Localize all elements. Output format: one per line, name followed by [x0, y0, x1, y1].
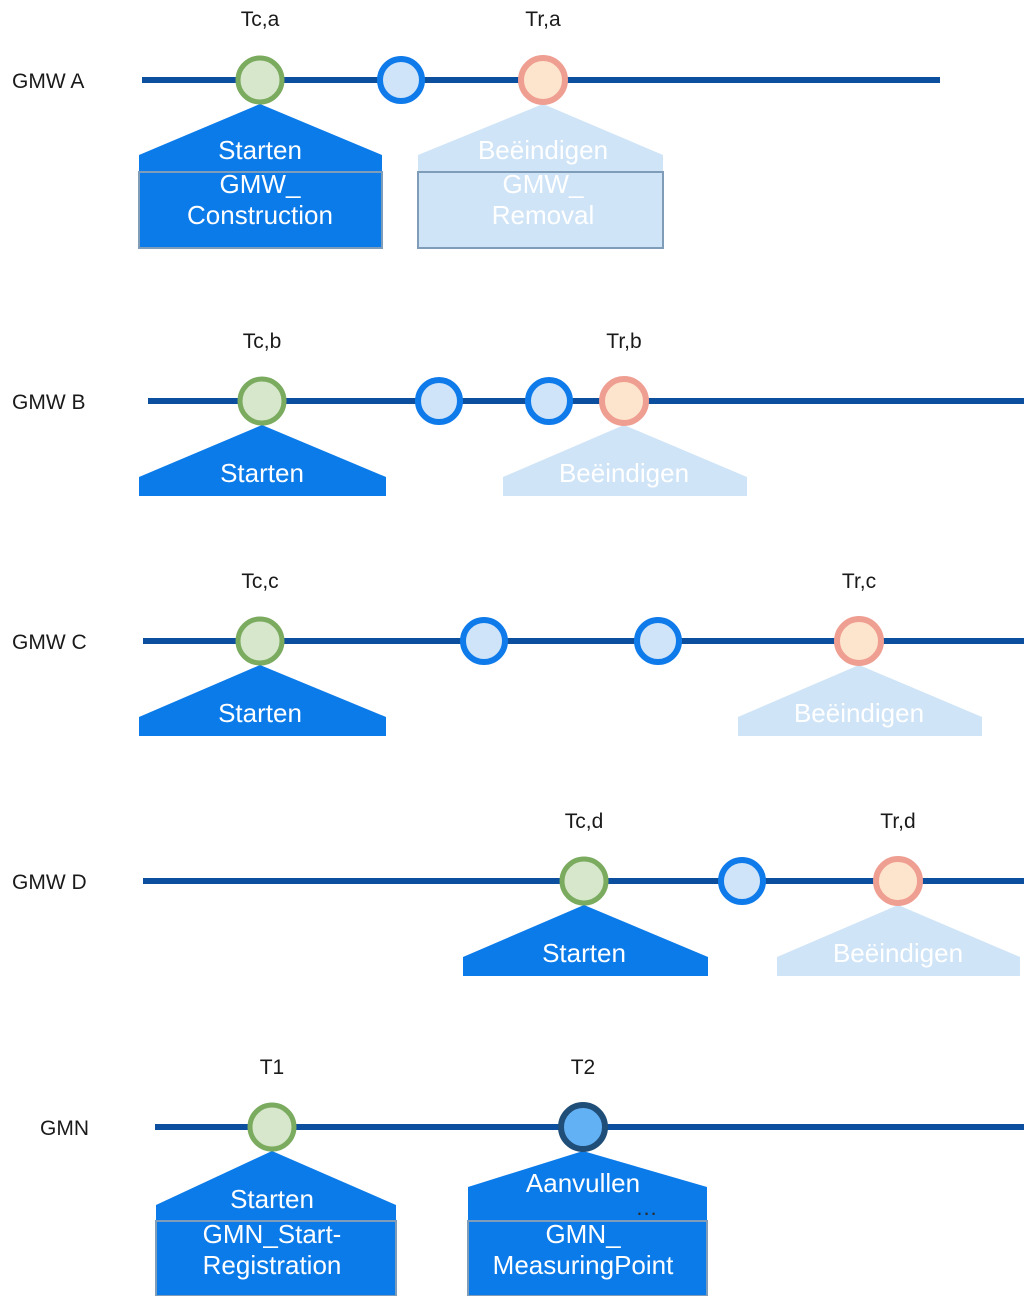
- event-entity-label: GMN_Start-: [203, 1219, 342, 1249]
- event-title: Starten: [230, 1184, 314, 1214]
- event-pentagon: [139, 425, 386, 496]
- event-entity-label: GMN_: [545, 1219, 621, 1249]
- event-entity-label: MeasuringPoint: [493, 1250, 674, 1280]
- event-ellipsis: ...: [636, 1195, 657, 1220]
- event-title: Starten: [218, 135, 302, 165]
- event-entity-box: [138, 171, 383, 249]
- timeline-row-gmw-c: Starten Beëindigen GMW C Tc,c Tr,c: [12, 570, 1024, 736]
- row-label-gmw-a: GMW A: [12, 70, 84, 93]
- event-entity-label: Registration: [203, 1250, 342, 1280]
- row-label-gmn: GMN: [40, 1117, 89, 1140]
- tick-label: Tc,a: [241, 8, 280, 31]
- event-title: Aanvullen: [526, 1168, 640, 1198]
- end-marker[interactable]: [599, 376, 649, 426]
- event-entity-label: GMW_: [220, 169, 301, 199]
- event-starten[interactable]: Starten: [139, 425, 386, 496]
- tick-label: Tc,d: [565, 810, 604, 833]
- event-entity-label: GMW_: [503, 169, 584, 199]
- event-title: Beëindigen: [478, 135, 608, 165]
- event-pentagon: [418, 104, 663, 172]
- intermediate-marker[interactable]: [460, 617, 508, 665]
- end-marker[interactable]: [873, 856, 923, 906]
- start-marker[interactable]: [235, 616, 285, 666]
- event-entity-label: Removal: [492, 200, 595, 230]
- event-starten[interactable]: Starten: [139, 665, 386, 736]
- event-title: Beëindigen: [794, 698, 924, 728]
- intermediate-marker[interactable]: [377, 56, 425, 104]
- event-beeindigen[interactable]: Beëindigen: [738, 665, 982, 736]
- event-pentagon: [503, 425, 747, 496]
- tick-label: T1: [260, 1056, 285, 1079]
- event-entity-label: Construction: [187, 200, 333, 230]
- event-pentagon: [139, 665, 386, 736]
- tick-label: T2: [571, 1056, 596, 1079]
- event-pentagon: [463, 905, 708, 976]
- timeline-row-gmn: StartenGMN_Start-RegistrationAanvullenGM…: [40, 1056, 1024, 1296]
- timeline-row-gmw-d: Starten Beëindigen GMW D Tc,d Tr,d: [12, 810, 1024, 976]
- start-marker[interactable]: [247, 1102, 297, 1152]
- timeline-row-gmw-b: Starten Beëindigen GMW B Tc,b Tr,b: [12, 330, 1024, 496]
- supplement-marker[interactable]: [558, 1102, 608, 1152]
- row-label-gmw-d: GMW D: [12, 871, 87, 894]
- event-pentagon: [139, 104, 382, 172]
- tick-label: Tc,b: [243, 330, 282, 353]
- event-title: Starten: [220, 458, 304, 488]
- event-pentagon: [777, 905, 1020, 976]
- end-marker[interactable]: [834, 616, 884, 666]
- event-beeindigen[interactable]: Beëindigen: [777, 905, 1020, 976]
- tick-label: Tr,a: [525, 8, 561, 31]
- event-pentagon: [156, 1151, 396, 1221]
- event-starten[interactable]: Starten: [463, 905, 708, 976]
- event-title: Beëindigen: [559, 458, 689, 488]
- start-marker[interactable]: [559, 856, 609, 906]
- timeline-rows: StartenGMW_ConstructionBeëindigenGMW_Rem…: [12, 8, 1024, 1296]
- row-label-gmw-b: GMW B: [12, 391, 86, 414]
- event-pentagon: [468, 1151, 707, 1221]
- intermediate-marker[interactable]: [525, 377, 573, 425]
- intermediate-marker[interactable]: [718, 857, 766, 905]
- tick-label: Tc,c: [241, 570, 278, 593]
- intermediate-marker[interactable]: [634, 617, 682, 665]
- intermediate-marker[interactable]: [415, 377, 463, 425]
- end-marker[interactable]: [518, 55, 568, 105]
- start-marker[interactable]: [237, 376, 287, 426]
- event-entity-box: [155, 1220, 397, 1296]
- event-entity-box: [417, 171, 664, 249]
- event-title: Starten: [218, 698, 302, 728]
- event-gmn-measuringpoint[interactable]: AanvullenGMN_MeasuringPoint...: [467, 1151, 708, 1296]
- event-beeindigen[interactable]: Beëindigen: [503, 425, 747, 496]
- event-title: Starten: [542, 938, 626, 968]
- event-pentagon: [738, 665, 982, 736]
- event-title: Beëindigen: [833, 938, 963, 968]
- start-marker[interactable]: [235, 55, 285, 105]
- timeline-row-gmw-a: StartenGMW_ConstructionBeëindigenGMW_Rem…: [12, 8, 940, 249]
- tick-label: Tr,d: [880, 810, 915, 833]
- event-entity-box: [467, 1220, 708, 1296]
- tick-label: Tr,b: [606, 330, 641, 353]
- row-label-gmw-c: GMW C: [12, 631, 87, 654]
- tick-label: Tr,c: [842, 570, 876, 593]
